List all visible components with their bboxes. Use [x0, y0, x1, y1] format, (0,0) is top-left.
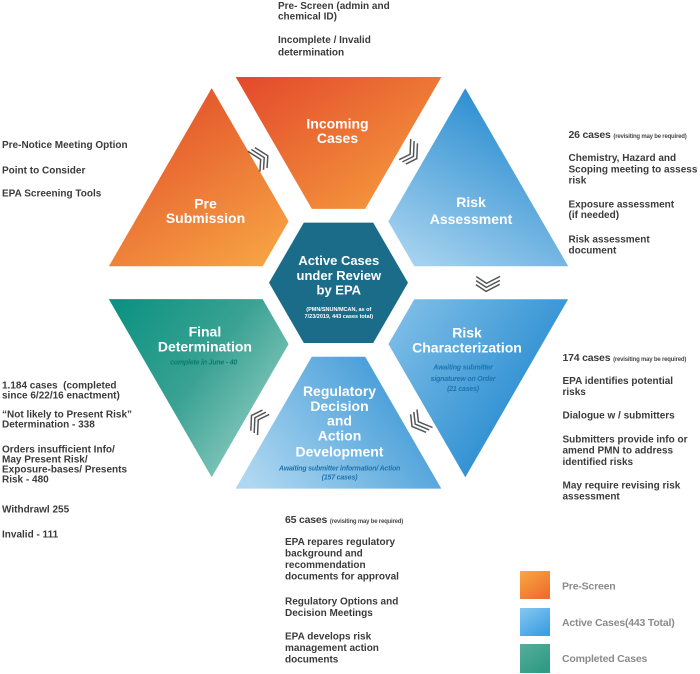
svg-text:Cases: Cases [317, 130, 358, 146]
svg-text:EPA develops risk: EPA develops risk [285, 631, 372, 642]
svg-text:documents for approval: documents for approval [285, 572, 399, 583]
svg-text:7/23/2019, 443 cases total): 7/23/2019, 443 cases total) [305, 314, 374, 320]
svg-text:Orders insufficient Info/: Orders insufficient Info/ [2, 445, 115, 456]
svg-text:Invalid - 111: Invalid - 111 [2, 530, 59, 541]
svg-text:May require revising risk: May require revising risk [563, 480, 681, 491]
svg-text:(if needed): (if needed) [569, 210, 620, 221]
svg-text:risks: risks [563, 387, 587, 398]
svg-text:Characterization: Characterization [412, 339, 522, 355]
svg-text:Completed Cases: Completed Cases [562, 653, 647, 665]
svg-text:Awaiting submitter: Awaiting submitter [432, 365, 494, 372]
svg-text:document: document [569, 246, 617, 257]
svg-text:Assessment: Assessment [430, 211, 513, 227]
svg-text:chemical ID): chemical ID) [278, 11, 337, 22]
svg-text:Incoming: Incoming [306, 116, 368, 132]
svg-text:Determination - 338: Determination - 338 [2, 420, 95, 431]
svg-text:174 cases (revisiting may be r: 174 cases (revisiting may be required) [563, 352, 687, 364]
svg-text:since 6/22/16 enactment): since 6/22/16 enactment) [2, 391, 120, 402]
svg-text:by EPA: by EPA [317, 282, 362, 297]
svg-text:Determination: Determination [158, 338, 252, 354]
svg-text:Exposure-bases/ Presents: Exposure-bases/ Presents [2, 465, 127, 476]
svg-text:Risk: Risk [456, 194, 486, 210]
svg-text:Action: Action [318, 427, 362, 443]
svg-text:Submission: Submission [166, 210, 245, 226]
svg-text:background and: background and [285, 549, 363, 560]
svg-text:65 cases (revisiting may be re: 65 cases (revisiting may be required) [285, 514, 403, 526]
svg-text:Dialogue w / submitters: Dialogue w / submitters [563, 410, 676, 421]
svg-text:risk: risk [569, 176, 587, 187]
svg-text:signaturew on Order: signaturew on Order [431, 376, 497, 383]
svg-text:Withdrawl 255: Withdrawl 255 [2, 505, 70, 516]
svg-text:Chemistry, Hazard and: Chemistry, Hazard and [569, 153, 677, 164]
svg-text:Active Cases(443 Total): Active Cases(443 Total) [562, 617, 675, 629]
svg-text:Decision: Decision [310, 398, 368, 414]
svg-text:Active Cases: Active Cases [298, 253, 379, 268]
svg-text:(PMN/SNUN/MCAN, as of: (PMN/SNUN/MCAN, as of [306, 307, 371, 313]
svg-text:Regulatory Options and: Regulatory Options and [285, 597, 398, 608]
svg-text:Final: Final [189, 324, 222, 340]
svg-text:Decision Meetings: Decision Meetings [285, 608, 373, 619]
svg-text:EPA identifies potential: EPA identifies potential [563, 376, 674, 387]
svg-text:May Present Risk/: May Present Risk/ [2, 455, 88, 466]
svg-text:management action: management action [285, 643, 379, 654]
svg-text:“Not likely to Present Risk”: “Not likely to Present Risk” [2, 410, 132, 421]
svg-text:amend PMN to address: amend PMN to address [563, 446, 674, 457]
svg-text:(157 cases): (157 cases) [322, 474, 358, 481]
svg-text:Incomplete / Invalid: Incomplete / Invalid [278, 35, 371, 46]
svg-text:26 cases (revisiting may be re: 26 cases (revisiting may be required) [569, 129, 687, 141]
svg-text:Awaiting submitter information: Awaiting submitter information/ Action [278, 465, 400, 472]
svg-text:Development: Development [296, 443, 384, 459]
svg-text:Exposure assessment: Exposure assessment [569, 200, 675, 211]
svg-text:Point to Consider: Point to Consider [2, 166, 85, 177]
svg-text:determination: determination [278, 47, 344, 58]
svg-text:documents: documents [285, 654, 339, 665]
svg-text:EPA repares regulatory: EPA repares regulatory [285, 537, 395, 548]
svg-text:Pre- Screen (admin and: Pre- Screen (admin and [278, 1, 390, 12]
svg-text:complete in June - 40: complete in June - 40 [170, 360, 237, 367]
svg-text:1.184 cases (completed: 1.184 cases (completed [2, 381, 117, 392]
svg-text:identified risks: identified risks [563, 457, 634, 468]
svg-text:Regulatory: Regulatory [303, 383, 376, 399]
svg-text:Pre: Pre [194, 196, 217, 212]
svg-text:Pre-Notice Meeting Option: Pre-Notice Meeting Option [2, 140, 128, 151]
svg-text:assessment: assessment [563, 492, 621, 503]
svg-text:Risk assessment: Risk assessment [569, 235, 651, 246]
svg-text:EPA Screening Tools: EPA Screening Tools [2, 189, 102, 200]
svg-text:Submitters provide info or: Submitters provide info or [563, 434, 688, 445]
svg-text:under Review: under Review [297, 268, 382, 283]
svg-text:(21 cases): (21 cases) [447, 386, 480, 393]
svg-text:Risk - 480: Risk - 480 [2, 475, 49, 486]
svg-text:recommendation: recommendation [285, 560, 366, 571]
svg-text:and: and [327, 413, 352, 429]
svg-text:Pre-Screen: Pre-Screen [562, 581, 615, 593]
svg-text:Scoping meeting to assess: Scoping meeting to assess [569, 164, 698, 175]
svg-text:Risk: Risk [452, 325, 482, 341]
